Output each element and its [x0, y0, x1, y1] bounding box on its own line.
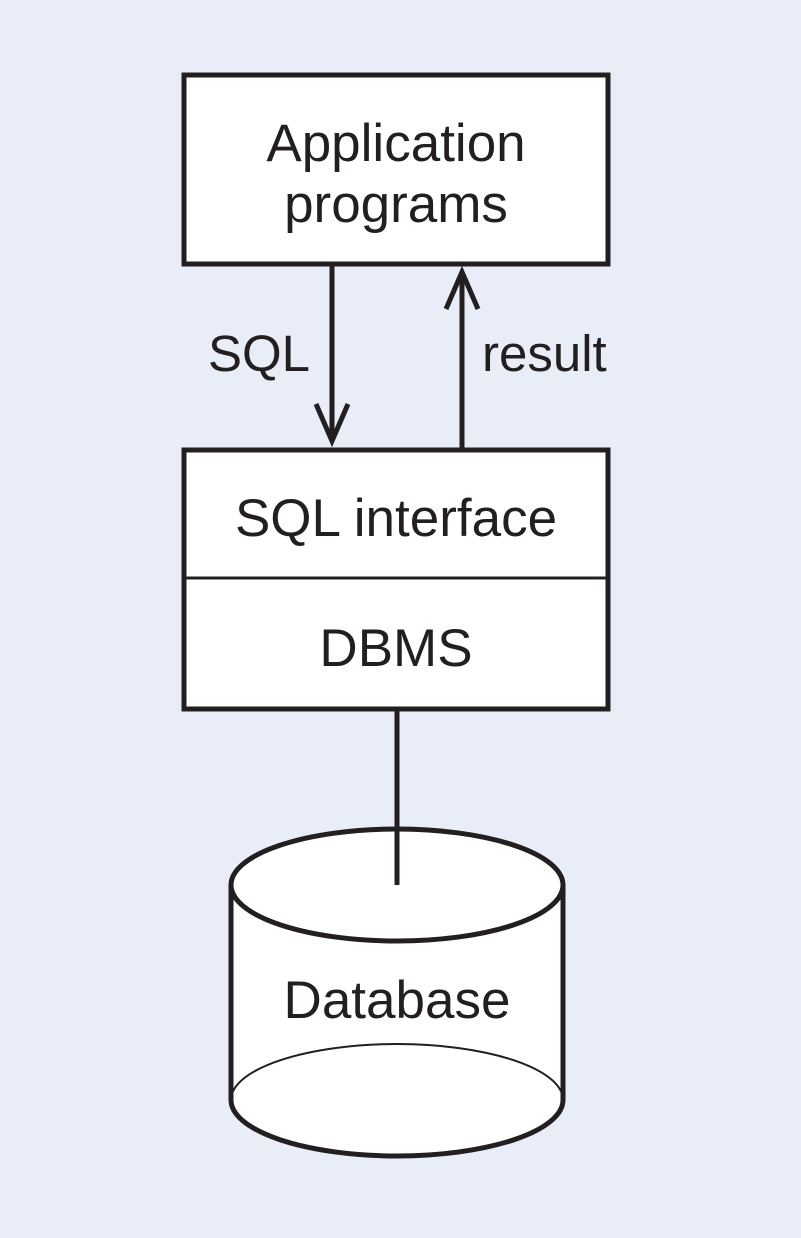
- database-label: Database: [284, 971, 511, 1030]
- sql-interface-label: SQL interface: [235, 489, 557, 548]
- dbms-label: DBMS: [319, 619, 472, 678]
- application-programs-label-line1: Application: [266, 114, 525, 173]
- sql-request-arrow: [313, 264, 351, 448]
- dbms-stack-node: SQL interface DBMS: [181, 447, 611, 712]
- database-node: Database: [228, 826, 566, 1159]
- application-programs-label-line2: programs: [284, 175, 508, 234]
- result-response-arrow: [443, 265, 481, 449]
- sql-request-label: SQL: [208, 325, 310, 382]
- application-programs-node: Application programs: [181, 72, 611, 267]
- result-response-label: result: [482, 325, 607, 382]
